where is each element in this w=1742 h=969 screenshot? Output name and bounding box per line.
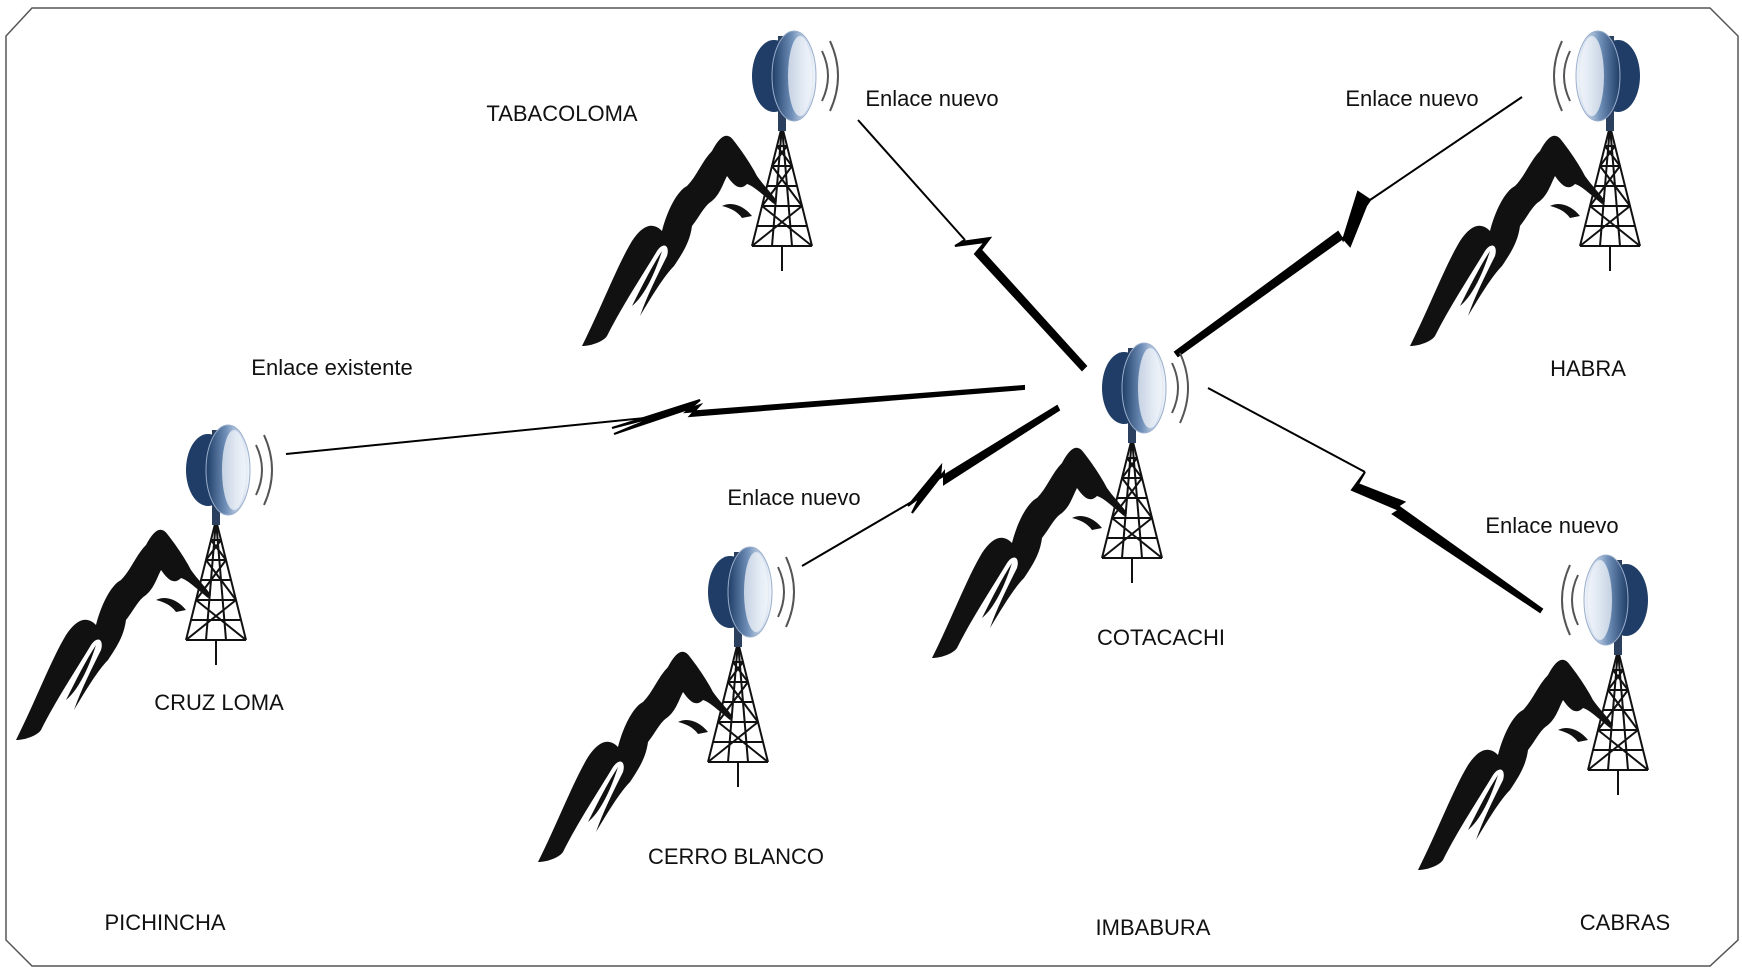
link-habra <box>1173 96 1523 358</box>
site-label-cotacachi: COTACACHI <box>1097 625 1225 650</box>
link-cruz-loma <box>285 384 1025 455</box>
link-label-cruz-loma: Enlace existente <box>251 355 413 380</box>
link-label-habra: Enlace nuevo <box>1345 86 1479 111</box>
site-label-tabacoloma: TABACOLOMA <box>486 101 638 126</box>
site-label-habra: HABRA <box>1550 356 1626 381</box>
site-label-cerro-blanco: CERRO BLANCO <box>647 844 825 869</box>
link-tabacoloma <box>857 119 1088 372</box>
link-label-tabacoloma: Enlace nuevo <box>865 86 999 111</box>
region-label-pichincha: PICHINCHA <box>104 910 226 935</box>
site-tabacoloma <box>581 30 839 347</box>
site-cerro-blanco <box>537 546 795 863</box>
link-label-cerro-blanco: Enlace nuevo <box>727 485 861 510</box>
site-label-cruz-loma: CRUZ LOMA <box>154 690 284 715</box>
radio-links <box>285 96 1544 614</box>
link-cabras <box>1207 387 1544 614</box>
diagram-frame <box>5 7 1739 967</box>
site-habra <box>1409 30 1641 347</box>
site-label-cabras: CABRAS <box>1579 910 1671 935</box>
region-label-imbabura: IMBABURA <box>1095 915 1211 940</box>
link-cerro-blanco <box>801 404 1061 567</box>
link-label-cabras: Enlace nuevo <box>1485 513 1619 538</box>
